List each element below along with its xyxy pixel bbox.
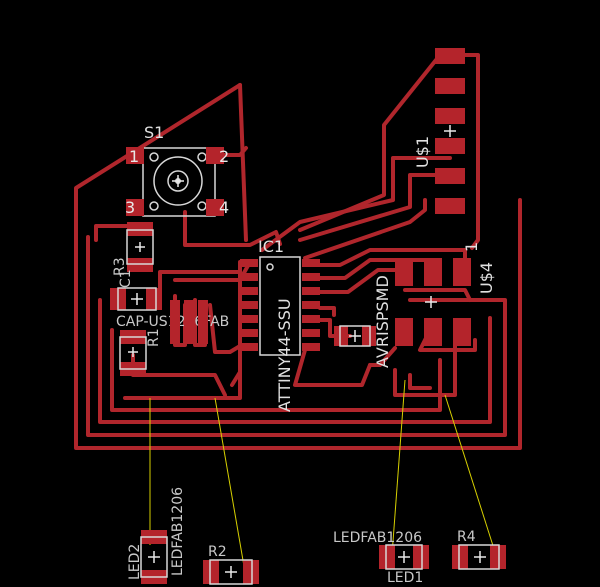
ic1-value-label: ATTINY44-SSU — [275, 298, 294, 412]
s1-knob-outer — [153, 156, 203, 206]
s1-pad-2 — [206, 147, 224, 164]
ledfab-left-label: LEDFAB1206 — [170, 487, 186, 576]
s1-pin1-label: 1 — [129, 147, 139, 166]
trace-left-3 — [98, 298, 492, 424]
led2-label: LED2 — [127, 544, 143, 580]
us1-header[interactable]: U$1 — [413, 48, 465, 214]
s1-label: S1 — [144, 123, 164, 142]
small-resistor-mid[interactable] — [334, 325, 376, 347]
trace-ic-to-avr-a — [318, 248, 467, 267]
r2-resistor[interactable]: R2 — [203, 544, 259, 585]
trace-avr-top-right — [403, 288, 472, 302]
s1-pad-3 — [126, 199, 144, 216]
ic-left-vias — [170, 300, 208, 344]
trace-r1-down — [131, 353, 227, 397]
led1[interactable]: LEDFAB1206 LED1 — [333, 530, 429, 586]
trace-s1-bottom — [183, 210, 282, 247]
trace-led-loop — [393, 328, 457, 397]
trace-left-4 — [110, 328, 442, 412]
us4-label: U$4 — [477, 262, 496, 294]
trace-ic-to-avr-c — [318, 268, 402, 294]
c1-label: C1 — [118, 269, 134, 288]
r3-label: R3 — [112, 257, 128, 276]
r2-label: R2 — [208, 544, 227, 560]
avrispsmd-label: AVRISPSMD — [373, 275, 392, 368]
r1-resistor[interactable]: R1 — [119, 328, 162, 376]
s1-pad-4 — [206, 199, 224, 216]
s1-body-outline — [142, 147, 216, 217]
us1-label: U$1 — [413, 136, 432, 168]
airwires — [149, 379, 496, 573]
trace-ic-right-gnd — [318, 306, 336, 317]
trace-r3-left — [94, 224, 142, 242]
us4-pin1-label: 1 — [462, 242, 481, 252]
avrispsmd-connector[interactable]: AVRISPSMD U$4 1 — [373, 242, 496, 368]
trace-left-2 — [86, 235, 507, 437]
r3-resistor[interactable]: R3 — [112, 222, 154, 276]
s1-pin3-label: 3 — [125, 198, 135, 217]
trace-ic-to-us1-b — [260, 156, 452, 252]
trace-ic-to-header-d — [303, 198, 427, 260]
led2[interactable]: LED2 LEDFAB1206 — [127, 487, 186, 584]
r1-label: R1 — [146, 328, 162, 347]
led1-label: LED1 — [387, 570, 423, 586]
s1-pad-1 — [126, 147, 144, 164]
trace-switch-loop — [238, 83, 248, 242]
ic1-label: IC1 — [258, 237, 284, 256]
s1-pin2-label: 2 — [219, 147, 229, 166]
s1-pin4-label: 4 — [219, 198, 229, 217]
ic1-left-pads — [240, 259, 258, 351]
trace-ic-left-bus — [230, 260, 242, 387]
r4-resistor[interactable]: R4 — [452, 529, 506, 570]
s1-switch[interactable]: S1 1 2 3 4 — [125, 123, 229, 217]
trace-ic-to-us1-c — [298, 173, 457, 242]
trace-ic-pin5 — [208, 303, 242, 354]
ic1-attiny44[interactable]: IC1 ATTINY44-SSU — [240, 237, 320, 412]
s1-knob-inner — [167, 170, 189, 192]
r4-label: R4 — [457, 529, 476, 545]
trace-led-loop-2 — [408, 373, 432, 390]
trace-avr-low — [368, 346, 397, 367]
ledfab-right-label: LEDFAB1206 — [333, 530, 422, 546]
ic1-outline — [259, 256, 301, 356]
trace-ic-pin2 — [158, 270, 242, 294]
ic1-right-pads — [302, 259, 320, 351]
trace-ic-right-bottom — [293, 348, 372, 387]
